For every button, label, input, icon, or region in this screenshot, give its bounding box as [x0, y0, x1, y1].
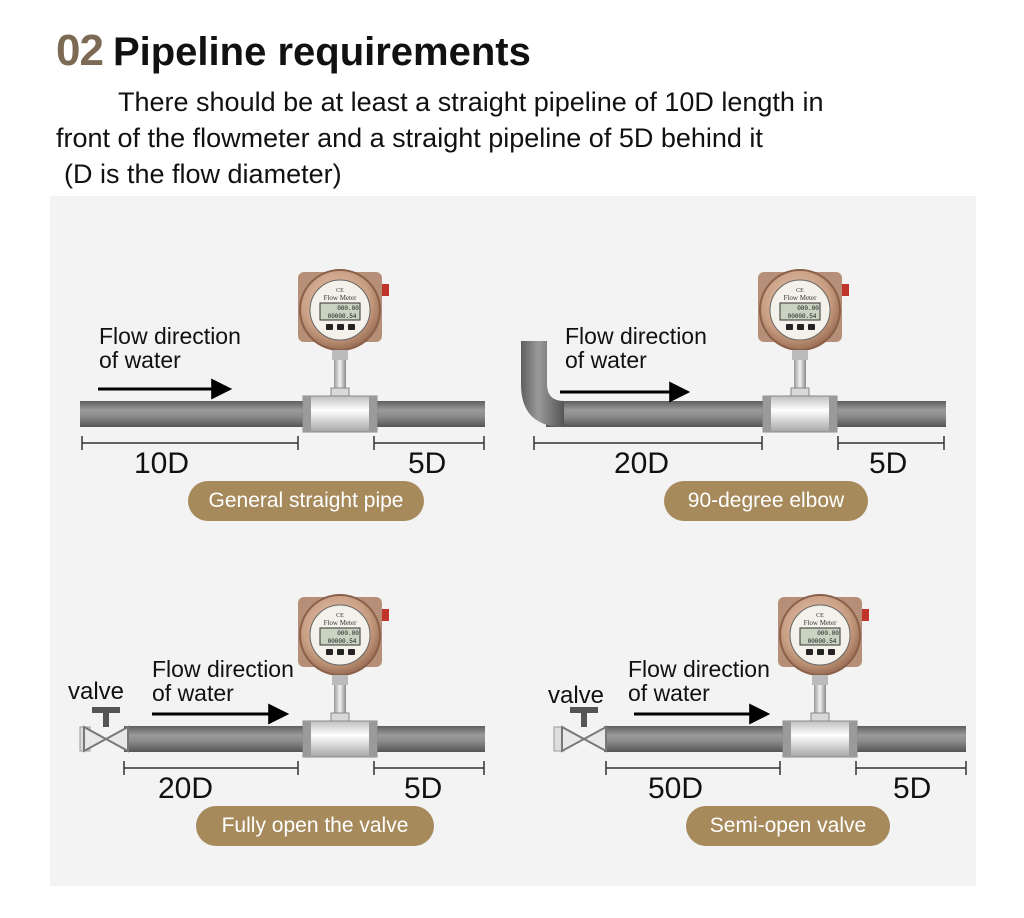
svg-text:CE: CE — [796, 288, 804, 294]
svg-text:CE: CE — [816, 613, 824, 619]
flowmeter-icon: CE Flow Meter 000.00 00000.54 — [298, 269, 389, 433]
upstream-length: 50D — [648, 772, 704, 805]
intro-text: There should be at least a straight pipe… — [56, 84, 956, 192]
condition-label: General straight pipe — [188, 481, 424, 521]
intro-line-1: There should be at least a straight pipe… — [118, 87, 824, 117]
condition-label: 90-degree elbow — [664, 481, 868, 521]
flowmeter-icon: CE Flow Meter 000.00 00000.54 — [758, 269, 849, 433]
svg-text:000.00: 000.00 — [797, 305, 819, 312]
svg-text:00000.54: 00000.54 — [808, 638, 837, 645]
flowmeter-icon: CE Flow Meter 000.00 00000.54 — [298, 594, 389, 758]
downstream-length: 5D — [404, 772, 443, 805]
svg-text:000.00: 000.00 — [337, 630, 359, 637]
valve-label: valve — [68, 678, 125, 705]
svg-text:000.00: 000.00 — [817, 630, 839, 637]
flow-direction-label: Flow direction — [152, 656, 294, 682]
flow-direction-label: Flow direction — [565, 323, 707, 349]
svg-text:Flow Meter: Flow Meter — [324, 294, 358, 302]
svg-text:Flow Meter: Flow Meter — [804, 619, 838, 627]
svg-text:Flow Meter: Flow Meter — [784, 294, 818, 302]
downstream-length: 5D — [408, 447, 447, 480]
downstream-length: 5D — [893, 772, 932, 805]
flowmeter-icon: CE Flow Meter 000.00 00000.54 — [778, 594, 869, 758]
svg-text:000.00: 000.00 — [337, 305, 359, 312]
svg-text:CE: CE — [336, 613, 344, 619]
svg-text:00000.54: 00000.54 — [328, 313, 357, 320]
condition-label: Fully open the valve — [196, 806, 434, 846]
section-heading: 02 Pipeline requirements — [56, 26, 531, 78]
svg-text:00000.54: 00000.54 — [328, 638, 357, 645]
flow-direction-label-2: of water — [565, 347, 647, 373]
valve-icon — [561, 707, 607, 753]
upstream-length: 20D — [614, 447, 670, 480]
flow-direction-label-2: of water — [152, 680, 234, 706]
upstream-length: 20D — [158, 772, 214, 805]
valve-label: valve — [548, 682, 605, 709]
pipe-segment — [546, 401, 946, 427]
intro-line-2: front of the flowmeter and a straight pi… — [56, 123, 763, 153]
flow-direction-label: Flow direction — [99, 323, 241, 349]
flow-direction-label-2: of water — [99, 347, 181, 373]
section-number: 02 — [56, 26, 104, 75]
flow-direction-label-2: of water — [628, 680, 710, 706]
condition-label: Semi-open valve — [686, 806, 890, 846]
intro-line-3: (D is the flow diameter) — [64, 159, 342, 189]
svg-text:00000.54: 00000.54 — [788, 313, 817, 320]
svg-text:CE: CE — [336, 288, 344, 294]
elbow-pipe — [521, 341, 564, 427]
upstream-length: 10D — [134, 447, 190, 480]
flow-direction-label: Flow direction — [628, 656, 770, 682]
downstream-length: 5D — [869, 447, 908, 480]
valve-icon — [83, 707, 129, 753]
svg-text:Flow Meter: Flow Meter — [324, 619, 358, 627]
section-title: Pipeline requirements — [112, 30, 531, 74]
pipe-segment — [80, 401, 485, 427]
